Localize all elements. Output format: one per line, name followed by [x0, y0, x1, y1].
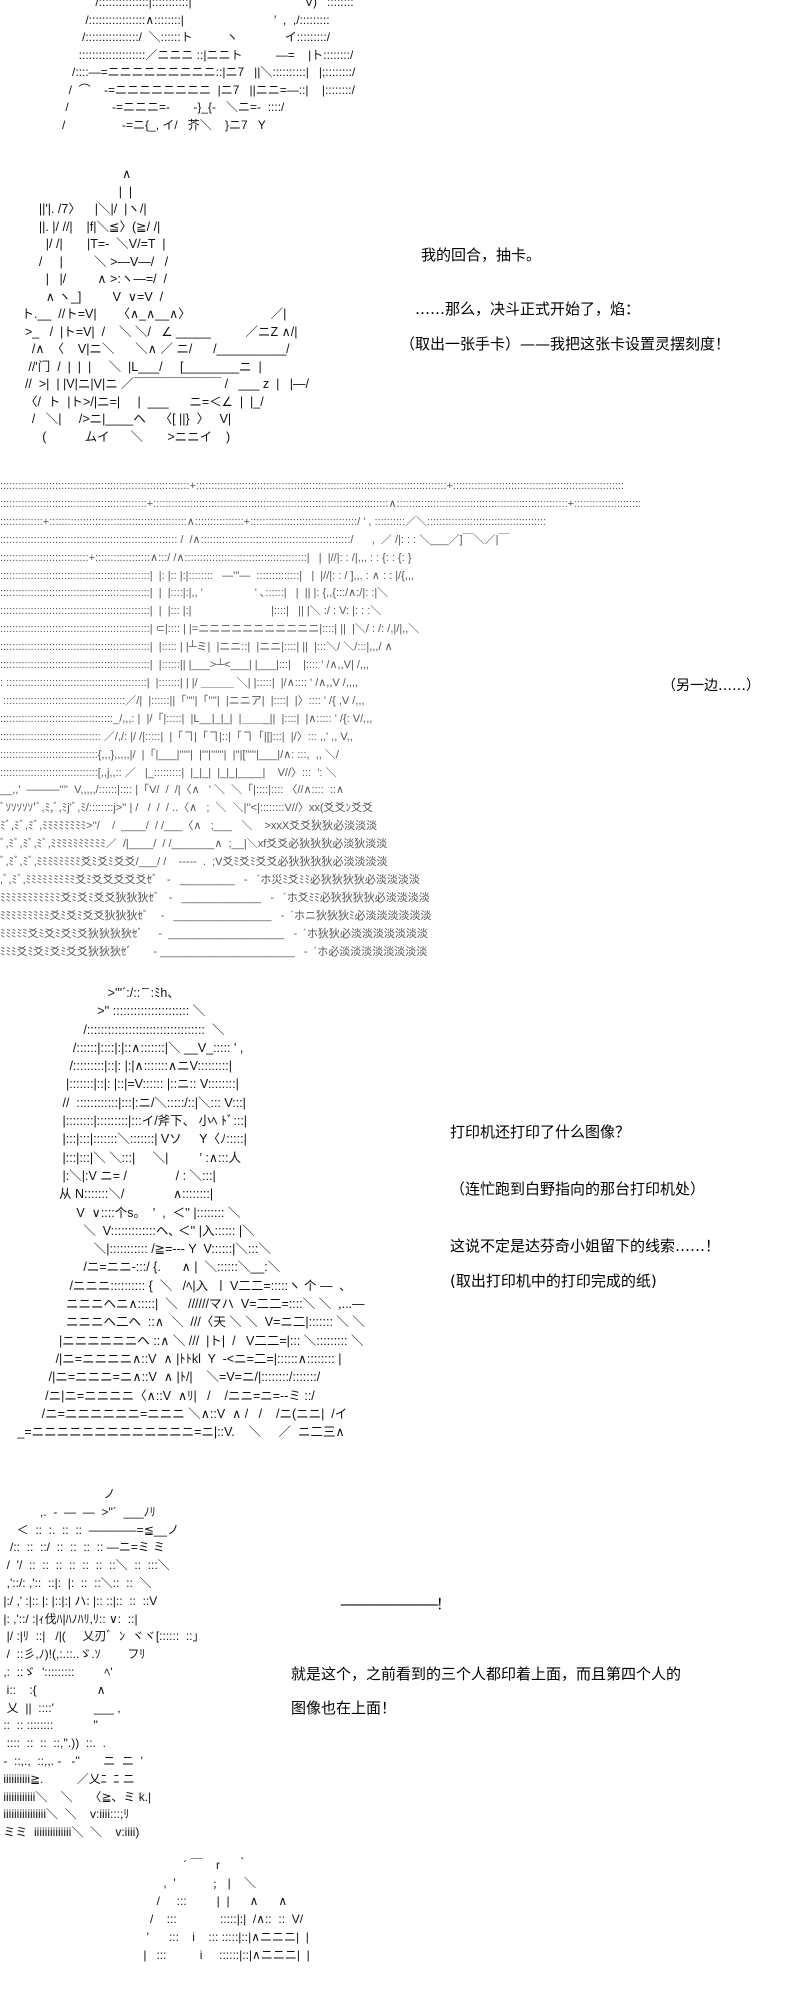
dialogue-line: 这说不定是达芬奇小姐留下的线索……！ [450, 1237, 721, 1255]
ascii-art-block-6: ´ ￣ r ｀ , ' ﹔ | ＼ / ::: | | ∧ ∧ / ::: ::… [143, 1858, 310, 1962]
ascii-art-block-2: ∧ | | ||'|. /7〉 |＼|/ |ヽ/| ||. |/ //| |f|… [21, 167, 309, 444]
dialogue-line: 我的回合，抽卡。 [421, 246, 542, 264]
ascii-art-block-1: /:::::::::::::::|:::::::::::| V) :::::::… [62, 0, 356, 132]
dialogue-line: ————————！ [340, 1595, 451, 1613]
dialogue-line: 就是这个，之前看到的三个人都印着上面，而且第四个人的 [291, 1665, 682, 1683]
dialogue-line: ……那么，决斗正式开始了，焰： [415, 300, 641, 318]
dialogue-line: (取出打印机中的打印完成的纸) [450, 1272, 657, 1290]
dialogue-line: 图像也在上面！ [291, 1699, 397, 1717]
dialogue-line: （连忙跑到白野指向的那台打印机处） [450, 1180, 706, 1198]
dialogue-line: （另一边……） [662, 678, 760, 694]
ascii-art-landscape: ::::::::::::::::::::::::::::::::::::::::… [0, 480, 640, 958]
ascii-art-face: ノ ,. - ― ― >''´ ___ﾉﾘ ＜ :: :. :: :: ――――… [3, 1487, 205, 1840]
dialogue-line: （取出一张手卡）——我把这张卡设置灵摆刻度！ [400, 335, 731, 353]
ascii-art-figure: >'''´:/:: ̄ ̄ :ﾐh、 >'' :::::::::::::::::… [17, 986, 365, 1440]
dialogue-line: 打印机还打印了什么图像？ [450, 1123, 631, 1141]
